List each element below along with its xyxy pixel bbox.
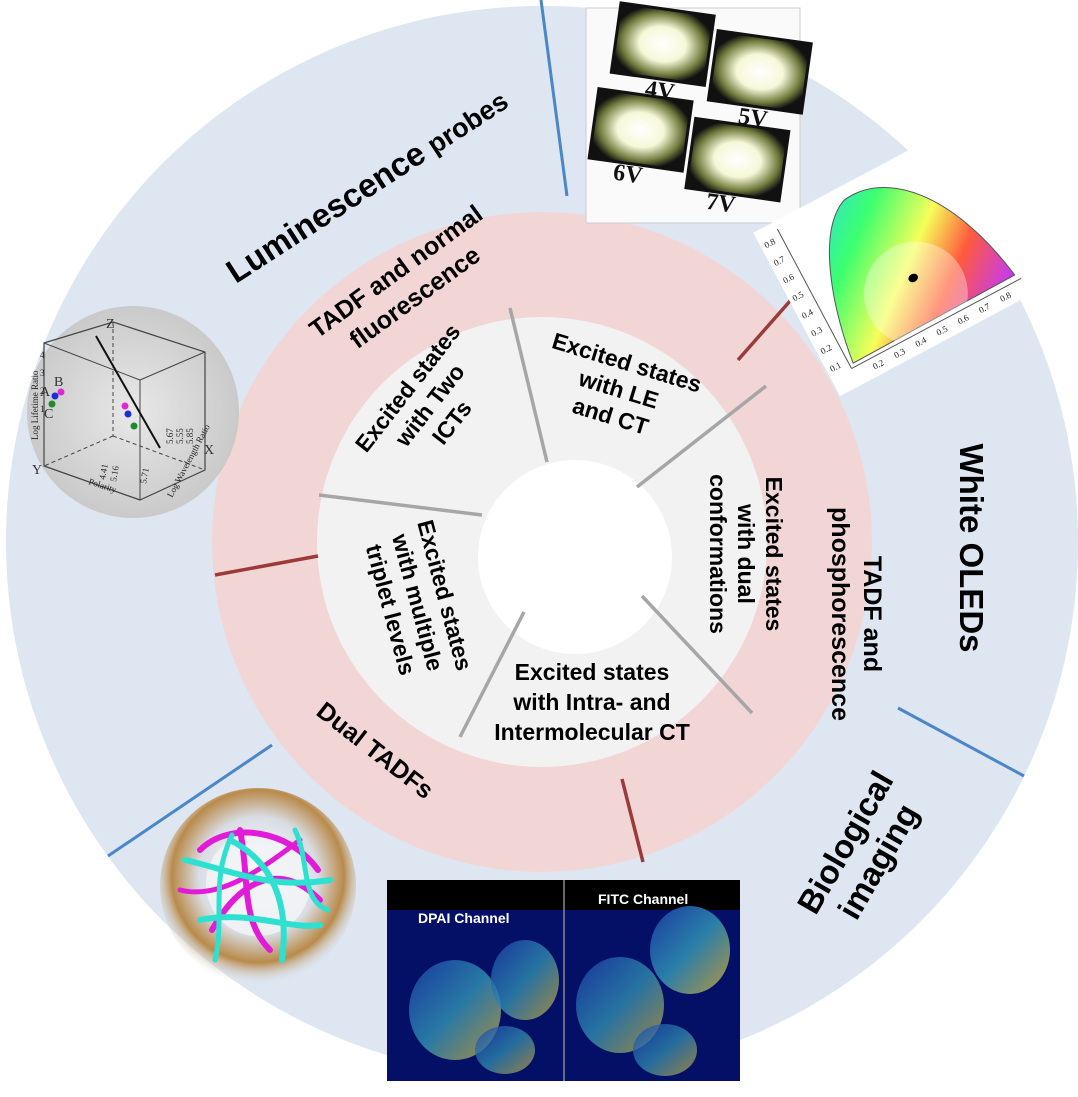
channel-label: FITC Channel — [598, 891, 688, 907]
channel-label: DPAI Channel — [418, 910, 510, 926]
plot3d-ytick: 1 — [40, 404, 45, 414]
plot3d-axis-label: Z — [106, 317, 115, 332]
plot3d-value: 5.85 — [185, 428, 195, 444]
plot3d-axis-label: X — [204, 443, 214, 458]
voltage-label: 6V — [612, 160, 645, 190]
inner-label-intra-inter-ct: Excited states with Intra- and Intermole… — [494, 659, 690, 745]
plot3d-point-label: B — [54, 375, 63, 390]
plot3d-panel: Z X Y A B C Log Lifetime Ratio Polarity … — [27, 306, 239, 518]
voltage-label: 4V — [643, 76, 676, 106]
plot3d-ytick: 4 — [40, 350, 45, 360]
voltage-label: 5V — [737, 103, 770, 133]
oled-voltage-photo: 4V 5V 6V 7V — [584, 1, 814, 225]
middle-label-line: phosphorescence — [826, 507, 854, 721]
inner-label-line: with Intra- and — [512, 689, 670, 715]
inner-label-line: with dual — [733, 503, 759, 604]
nanoparticle-illustration — [160, 788, 356, 984]
plot3d-value: 5.67 — [165, 428, 175, 444]
center-hole — [478, 460, 672, 654]
confocal-imaging-photo: DPAI Channel FITC Channel — [387, 880, 740, 1081]
inner-label-line: conformations — [705, 474, 731, 634]
middle-label-line: TADF and — [858, 556, 886, 672]
plot3d-value: 5.55 — [175, 428, 185, 444]
plot3d-ytick: 2 — [40, 386, 45, 396]
inner-label-line: Excited states — [761, 477, 787, 632]
plot3d-ytick: 3 — [40, 368, 45, 378]
plot3d-point — [125, 411, 132, 418]
plot3d-point — [122, 403, 129, 410]
inner-label-line: Excited states — [515, 659, 670, 685]
voltage-label: 7V — [704, 189, 737, 219]
plot3d-ylabel: Log Lifetime Ratio — [30, 370, 40, 440]
plot3d-axis-label: Y — [32, 463, 42, 478]
inner-label-line: Intermolecular CT — [494, 719, 690, 745]
plot3d-point-label: C — [44, 407, 53, 422]
outer-label-white-oleds: White OLEDs — [953, 443, 990, 652]
plot3d-point — [131, 423, 138, 430]
plot3d-point — [52, 393, 59, 400]
